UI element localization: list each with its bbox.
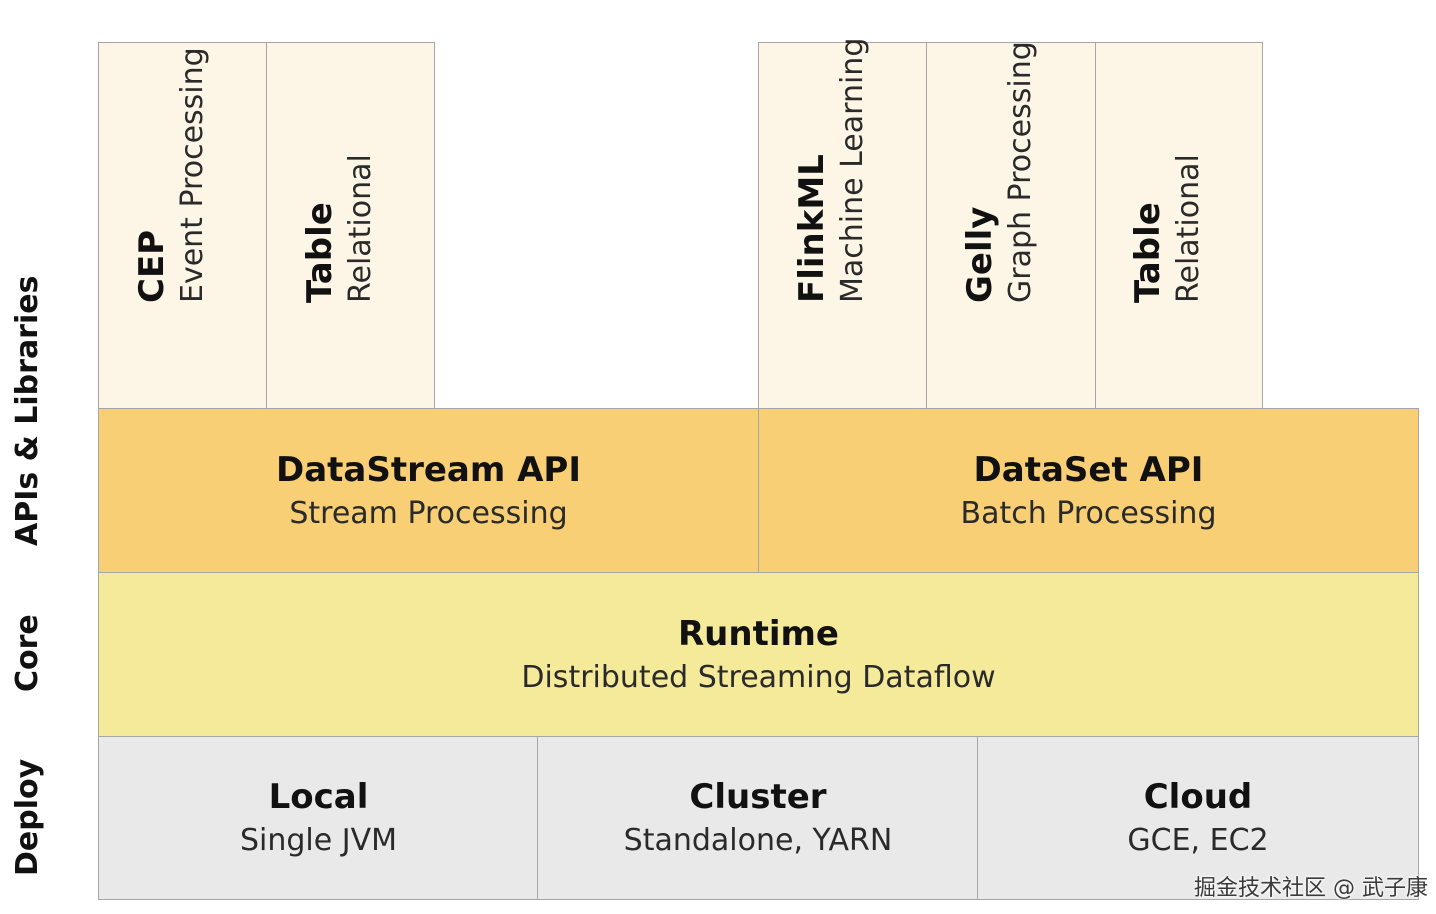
deploy-cloud-subtitle: GCE, EC2 (1127, 822, 1269, 858)
api-dataset: DataSet API Batch Processing (758, 408, 1419, 574)
layer-label-deploy: Deploy (10, 758, 45, 876)
watermark-text: 掘金技术社区 @ 武子康 (1194, 876, 1428, 901)
library-gelly-subtitle: Graph Processing (1002, 41, 1038, 303)
deploy-local-subtitle: Single JVM (239, 822, 398, 858)
library-flinkml: FlinkML Machine Learning (758, 38, 927, 410)
library-table-stream-title: Table (299, 202, 340, 303)
core-runtime: Runtime Distributed Streaming Dataflow (98, 572, 1419, 738)
library-table-batch: Table Relational (1095, 42, 1263, 410)
library-table-stream: Table Relational (266, 42, 435, 410)
layer-label-core: Core (10, 614, 45, 692)
api-datastream: DataStream API Stream Processing (98, 408, 759, 574)
deploy-cluster: Cluster Standalone, YARN (537, 736, 979, 900)
deploy-cluster-title: Cluster (689, 776, 827, 817)
api-datastream-subtitle: Stream Processing (289, 495, 568, 531)
library-table-stream-subtitle: Relational (342, 154, 377, 303)
deploy-cloud-title: Cloud (1143, 776, 1253, 817)
library-gelly-title: Gelly (960, 206, 1000, 303)
library-gelly: Gelly Graph Processing (926, 41, 1096, 410)
library-cep-title: CEP (131, 229, 172, 303)
library-table-batch-title: Table (1128, 202, 1168, 303)
deploy-cloud: Cloud GCE, EC2 (977, 736, 1419, 900)
api-dataset-title: DataSet API (973, 449, 1204, 490)
core-runtime-subtitle: Distributed Streaming Dataflow (521, 659, 996, 695)
deploy-cluster-subtitle: Standalone, YARN (623, 822, 893, 858)
library-flinkml-title: FlinkML (791, 154, 832, 303)
deploy-local-title: Local (268, 776, 369, 817)
api-dataset-subtitle: Batch Processing (960, 495, 1217, 531)
deploy-local: Local Single JVM (98, 736, 539, 900)
api-datastream-title: DataStream API (275, 449, 582, 490)
library-table-batch-subtitle: Relational (1170, 154, 1206, 303)
layer-label-apis-libraries: APIs & Libraries (10, 275, 45, 546)
core-runtime-title: Runtime (678, 613, 839, 654)
library-cep-subtitle: Event Processing (174, 47, 209, 303)
library-flinkml-subtitle: Machine Learning (834, 37, 869, 303)
library-cep: CEP Event Processing (98, 42, 267, 410)
